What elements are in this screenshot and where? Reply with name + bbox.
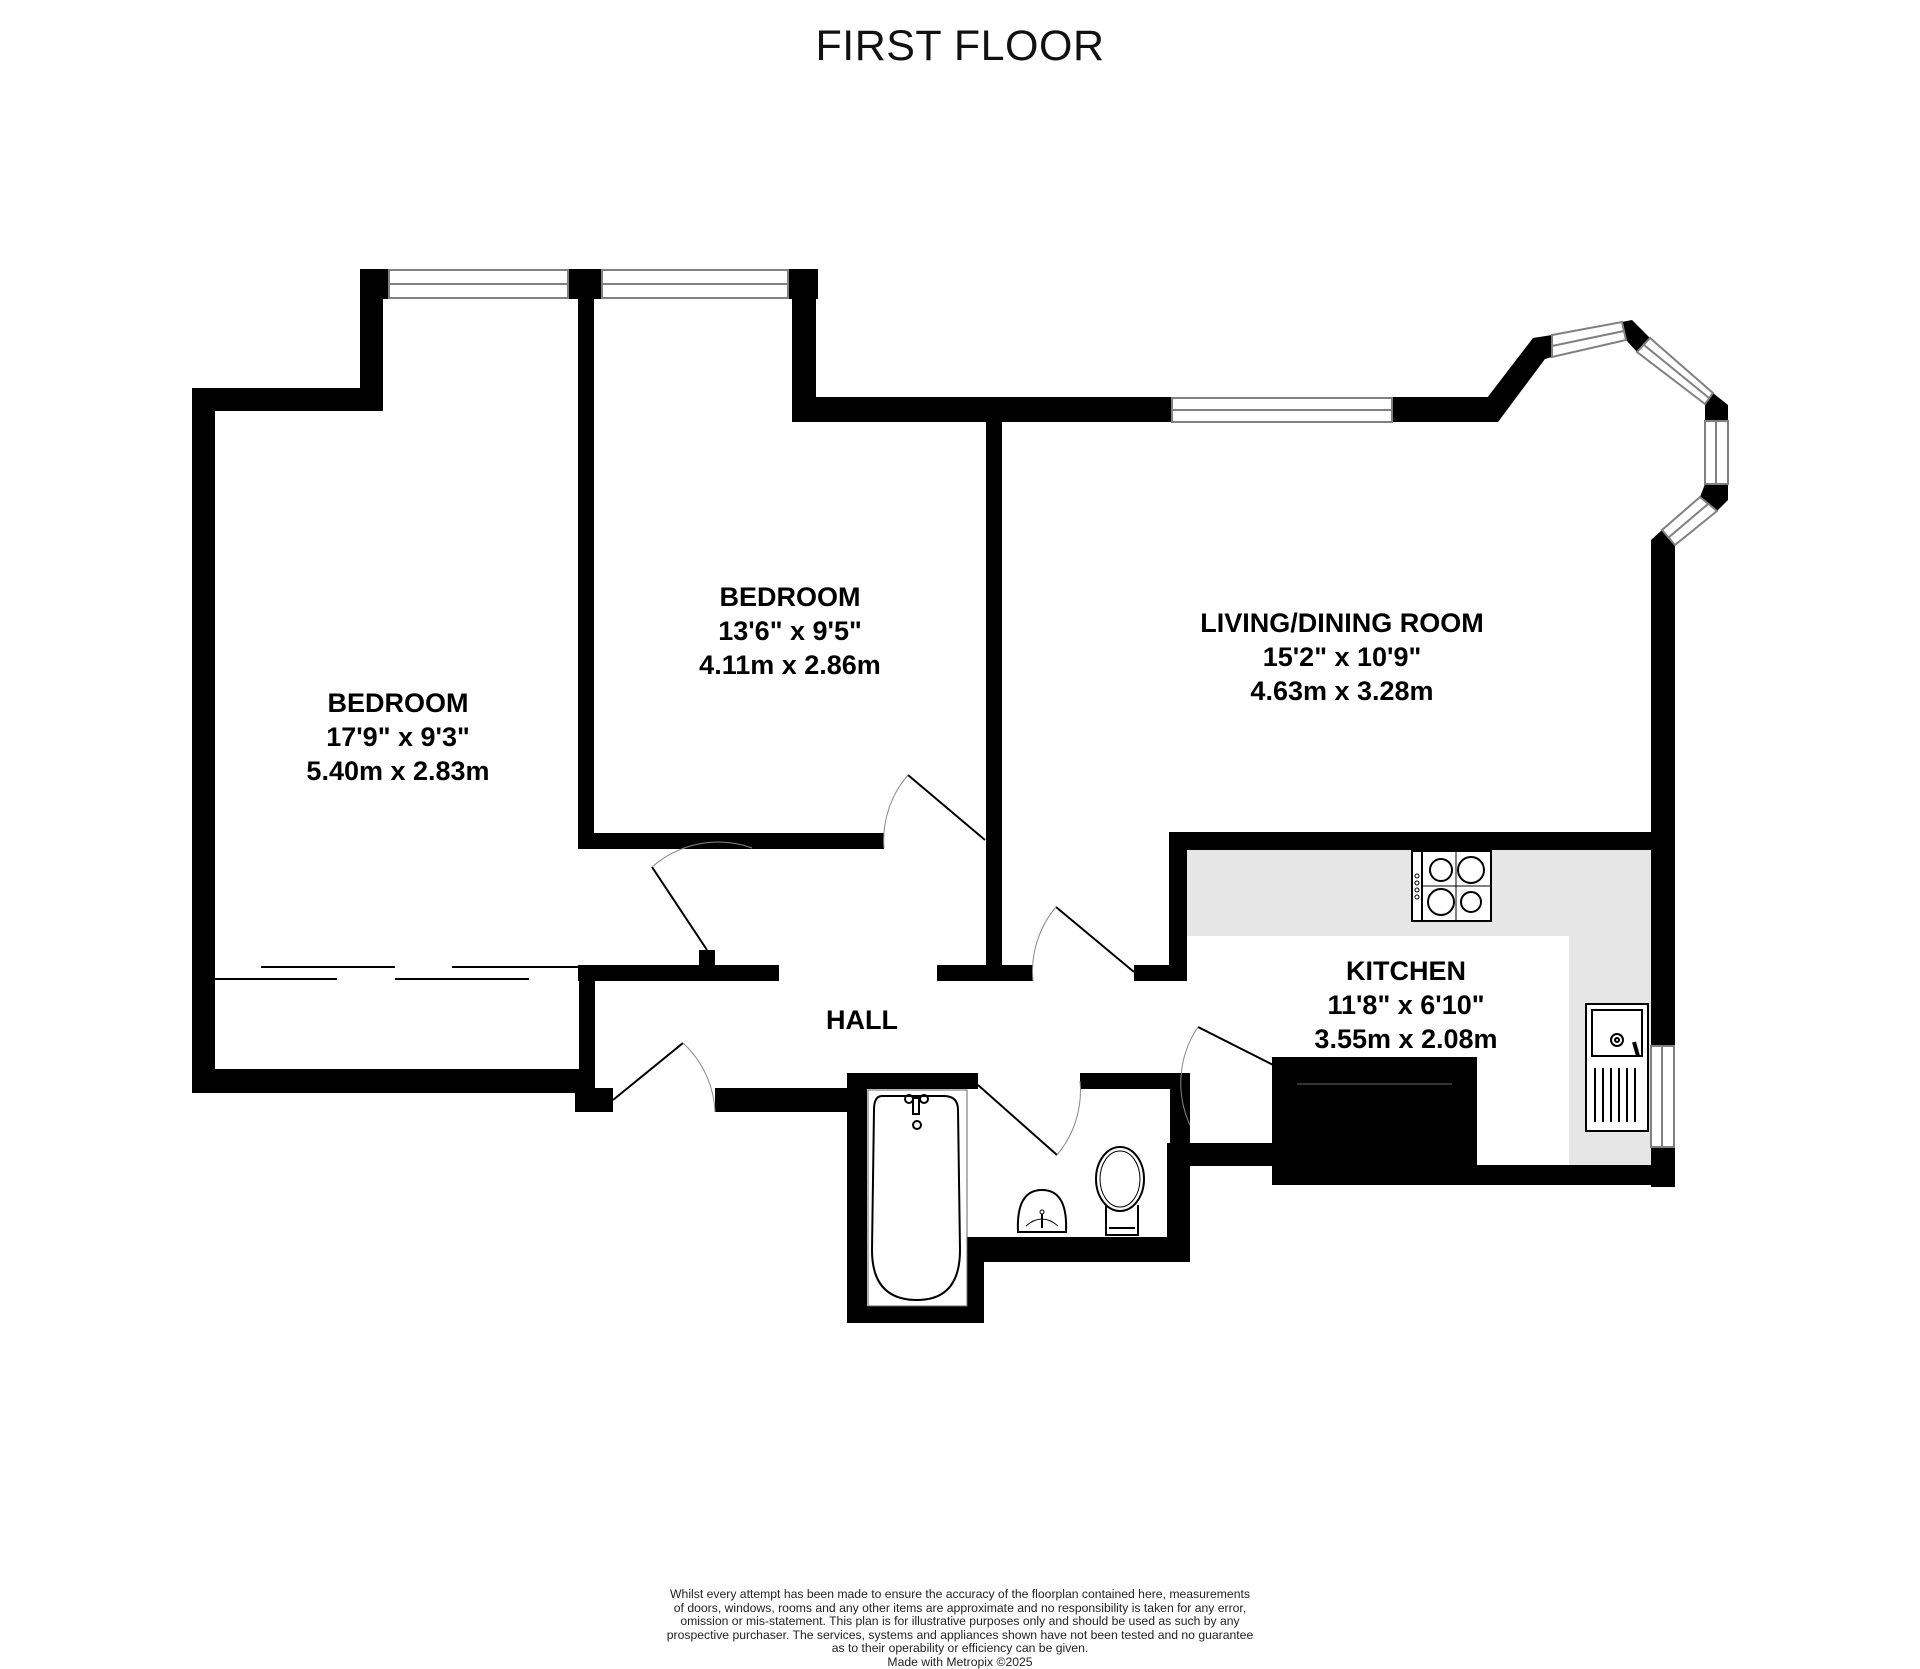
room-name: LIVING/DINING ROOM [1200, 606, 1484, 640]
disclaimer-line: prospective purchaser. The services, sys… [0, 1629, 1920, 1643]
door-entrance [613, 1043, 715, 1112]
window-bedroom1 [389, 270, 568, 298]
room-size-metric: 3.55m x 2.08m [1314, 1022, 1497, 1056]
disclaimer-line: omission or mis-statement. This plan is … [0, 1615, 1920, 1629]
room-label-bedroom-2: BEDROOM 13'6" x 9'5" 4.11m x 2.86m [699, 580, 881, 682]
room-size-metric: 4.11m x 2.86m [699, 648, 881, 682]
room-name: BEDROOM [306, 686, 489, 720]
door-bedroom1 [652, 842, 752, 950]
room-name: HALL [826, 1003, 898, 1037]
room-size-metric: 4.63m x 3.28m [1200, 674, 1484, 708]
window-living-front [1172, 398, 1392, 422]
hob-icon [1412, 851, 1491, 921]
disclaimer-line: as to their operability or efficiency ca… [0, 1642, 1920, 1656]
disclaimer: Whilst every attempt has been made to en… [0, 1588, 1920, 1669]
door-kitchen [1181, 1027, 1287, 1125]
room-name: KITCHEN [1314, 954, 1497, 988]
window-kitchen [1651, 1046, 1674, 1147]
metropix-credit: Made with Metropix ©2025 [0, 1656, 1920, 1669]
disclaimer-line: Whilst every attempt has been made to en… [0, 1588, 1920, 1602]
room-label-kitchen: KITCHEN 11'8" x 6'10" 3.55m x 2.08m [1314, 954, 1497, 1056]
door-living [1033, 907, 1134, 981]
window-bay-2 [1637, 338, 1713, 404]
door-bedroom2 [884, 775, 985, 848]
window-bedroom2 [602, 270, 788, 298]
door-bathroom [978, 1081, 1080, 1155]
window-bay-4 [1662, 497, 1717, 545]
room-size-imperial: 17'9" x 9'3" [306, 720, 489, 754]
bathtub-icon [868, 1090, 967, 1306]
room-size-imperial: 15'2" x 10'9" [1200, 640, 1484, 674]
room-label-hall: HALL [826, 1003, 898, 1037]
walls [192, 269, 1728, 1323]
wardrobe-sliding-doors [215, 967, 579, 979]
toilet-icon [1096, 1147, 1144, 1235]
window-bay-1 [1552, 322, 1626, 357]
wash-basin-icon [1018, 1190, 1066, 1232]
room-name: BEDROOM [699, 580, 881, 614]
window-bay-3 [1705, 421, 1728, 484]
room-size-imperial: 11'8" x 6'10" [1314, 988, 1497, 1022]
room-label-living-dining: LIVING/DINING ROOM 15'2" x 10'9" 4.63m x… [1200, 606, 1484, 708]
room-label-bedroom-1: BEDROOM 17'9" x 9'3" 5.40m x 2.83m [306, 686, 489, 788]
room-size-imperial: 13'6" x 9'5" [699, 614, 881, 648]
chimney-breast [1297, 1083, 1452, 1085]
room-size-metric: 5.40m x 2.83m [306, 754, 489, 788]
disclaimer-line: of doors, windows, rooms and any other i… [0, 1602, 1920, 1616]
kitchen-sink-icon [1586, 1004, 1648, 1131]
